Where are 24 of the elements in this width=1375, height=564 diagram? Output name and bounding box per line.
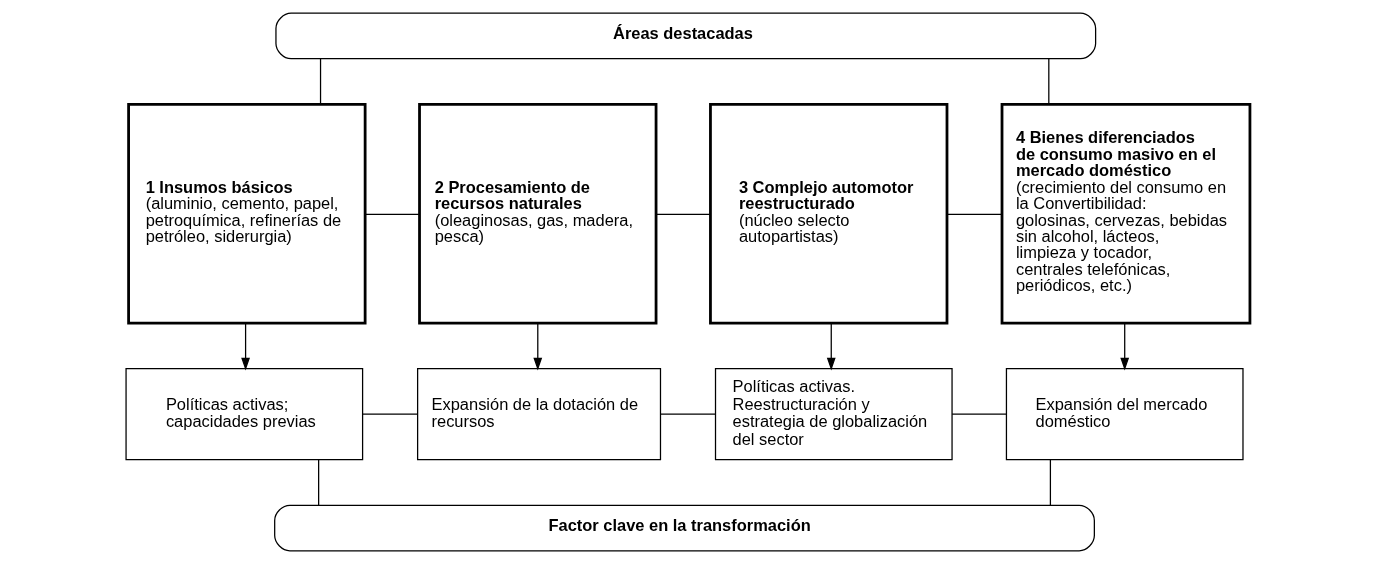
arrow [240, 322, 250, 371]
node-box: Políticas activas; capacidades previas [124, 368, 363, 461]
connector [317, 459, 319, 506]
node-box: 4 Bienes diferenciados de consumo masivo en el mercado doméstico (crecimiento del consumo en la Convertibilidad: golosinas, cervezas, bebidas sin alcohol, lácteos, limpieza y tocador, centrales telefónicas, periódicos, etc.) [1000, 102, 1251, 325]
node-box: Expansión de la dotación de recursos [416, 368, 661, 461]
node-box: Expansión del mercado doméstico [1005, 368, 1244, 461]
connector [1049, 459, 1051, 506]
connector [319, 58, 321, 105]
connector [364, 213, 420, 215]
arrow [1119, 322, 1129, 371]
arrow [532, 322, 542, 371]
node-box: Políticas activas. Reestructuración y estrategia de globalización del sector [714, 368, 953, 461]
node-box: 2 Procesamiento de recursos naturales (oleaginosas, gas, madera, pesca) [417, 102, 657, 325]
connector [945, 213, 1002, 215]
node-box: 1 Insumos básicos (aluminio, cemento, papel, petroquímica, refinerías de petróleo, siderurgia) [126, 102, 366, 325]
arrow [826, 322, 836, 371]
connector [659, 413, 716, 415]
node-box: Áreas destacadas [274, 12, 1096, 60]
connector [361, 413, 418, 415]
node-box: Factor clave en la transformación [273, 504, 1095, 552]
connector [1047, 58, 1049, 105]
connector [655, 213, 711, 215]
connector [951, 413, 1007, 415]
node-box: 3 Complejo automotor reestructurado (núcleo selecto autopartistas) [708, 102, 948, 325]
